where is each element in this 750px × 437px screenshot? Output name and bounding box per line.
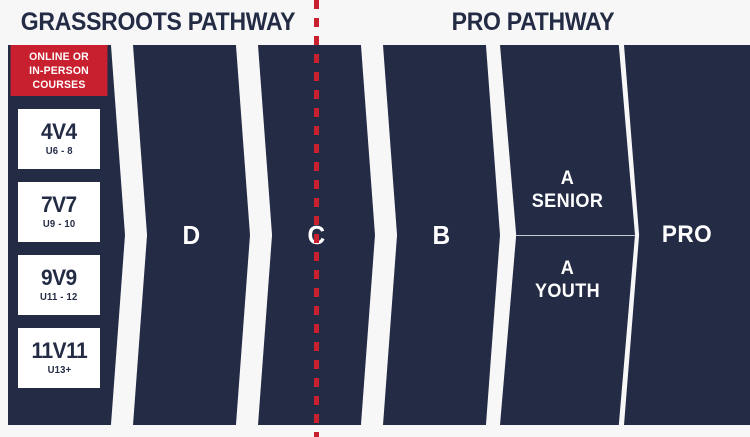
level-a-youth-line1: A xyxy=(560,258,575,279)
card-format-label: 7V7 xyxy=(41,191,77,217)
card-format-label: 4V4 xyxy=(41,118,77,144)
grassroots-card-4v4[interactable]: 4V4 U6 - 8 xyxy=(18,109,100,169)
grassroots-pathway-title: GRASSROOTS PATHWAY xyxy=(20,8,296,36)
column-level-b[interactable]: B xyxy=(383,45,500,425)
level-a-youth-line2: YOUTH xyxy=(534,281,601,302)
column-level-a[interactable]: A SENIOR A YOUTH xyxy=(500,45,635,425)
card-age-label: U6 - 8 xyxy=(45,145,73,157)
level-a-senior-line1: A xyxy=(560,168,575,189)
card-format-label: 11V11 xyxy=(31,337,87,363)
level-a-divider xyxy=(516,235,635,236)
pro-pathway-title: PRO PATHWAY xyxy=(451,8,615,36)
card-age-label: U11 - 12 xyxy=(40,291,78,303)
column-level-d[interactable]: D xyxy=(133,45,250,425)
card-age-label: U13+ xyxy=(47,364,71,376)
level-a-youth[interactable]: A YOUTH xyxy=(503,235,631,425)
level-d-label: D xyxy=(182,219,201,250)
grassroots-content: ONLINE OR IN-PERSON COURSES 4V4 U6 - 8 7… xyxy=(8,45,110,425)
card-age-label: U9 - 10 xyxy=(42,218,76,230)
pathway-separator-dashed-line xyxy=(314,0,319,437)
grassroots-card-11v11[interactable]: 11V11 U13+ xyxy=(18,328,100,388)
level-pro-label: PRO xyxy=(661,221,713,248)
online-or-in-person-courses-badge[interactable]: ONLINE OR IN-PERSON COURSES xyxy=(10,45,108,96)
level-b-label: B xyxy=(432,219,451,250)
level-a-senior[interactable]: A SENIOR xyxy=(503,45,631,235)
column-grassroots: ONLINE OR IN-PERSON COURSES 4V4 U6 - 8 7… xyxy=(8,45,125,425)
card-format-label: 9V9 xyxy=(41,264,77,290)
grassroots-card-7v7[interactable]: 7V7 U9 - 10 xyxy=(18,182,100,242)
level-a-senior-line2: SENIOR xyxy=(531,191,604,212)
courses-badge-line2: IN-PERSON COURSES xyxy=(29,64,89,91)
courses-badge-line1: ONLINE OR xyxy=(29,50,89,63)
pathway-columns: ONLINE OR IN-PERSON COURSES 4V4 U6 - 8 7… xyxy=(0,45,750,425)
grassroots-card-9v9[interactable]: 9V9 U11 - 12 xyxy=(18,255,100,315)
column-level-pro[interactable]: PRO xyxy=(624,45,750,425)
